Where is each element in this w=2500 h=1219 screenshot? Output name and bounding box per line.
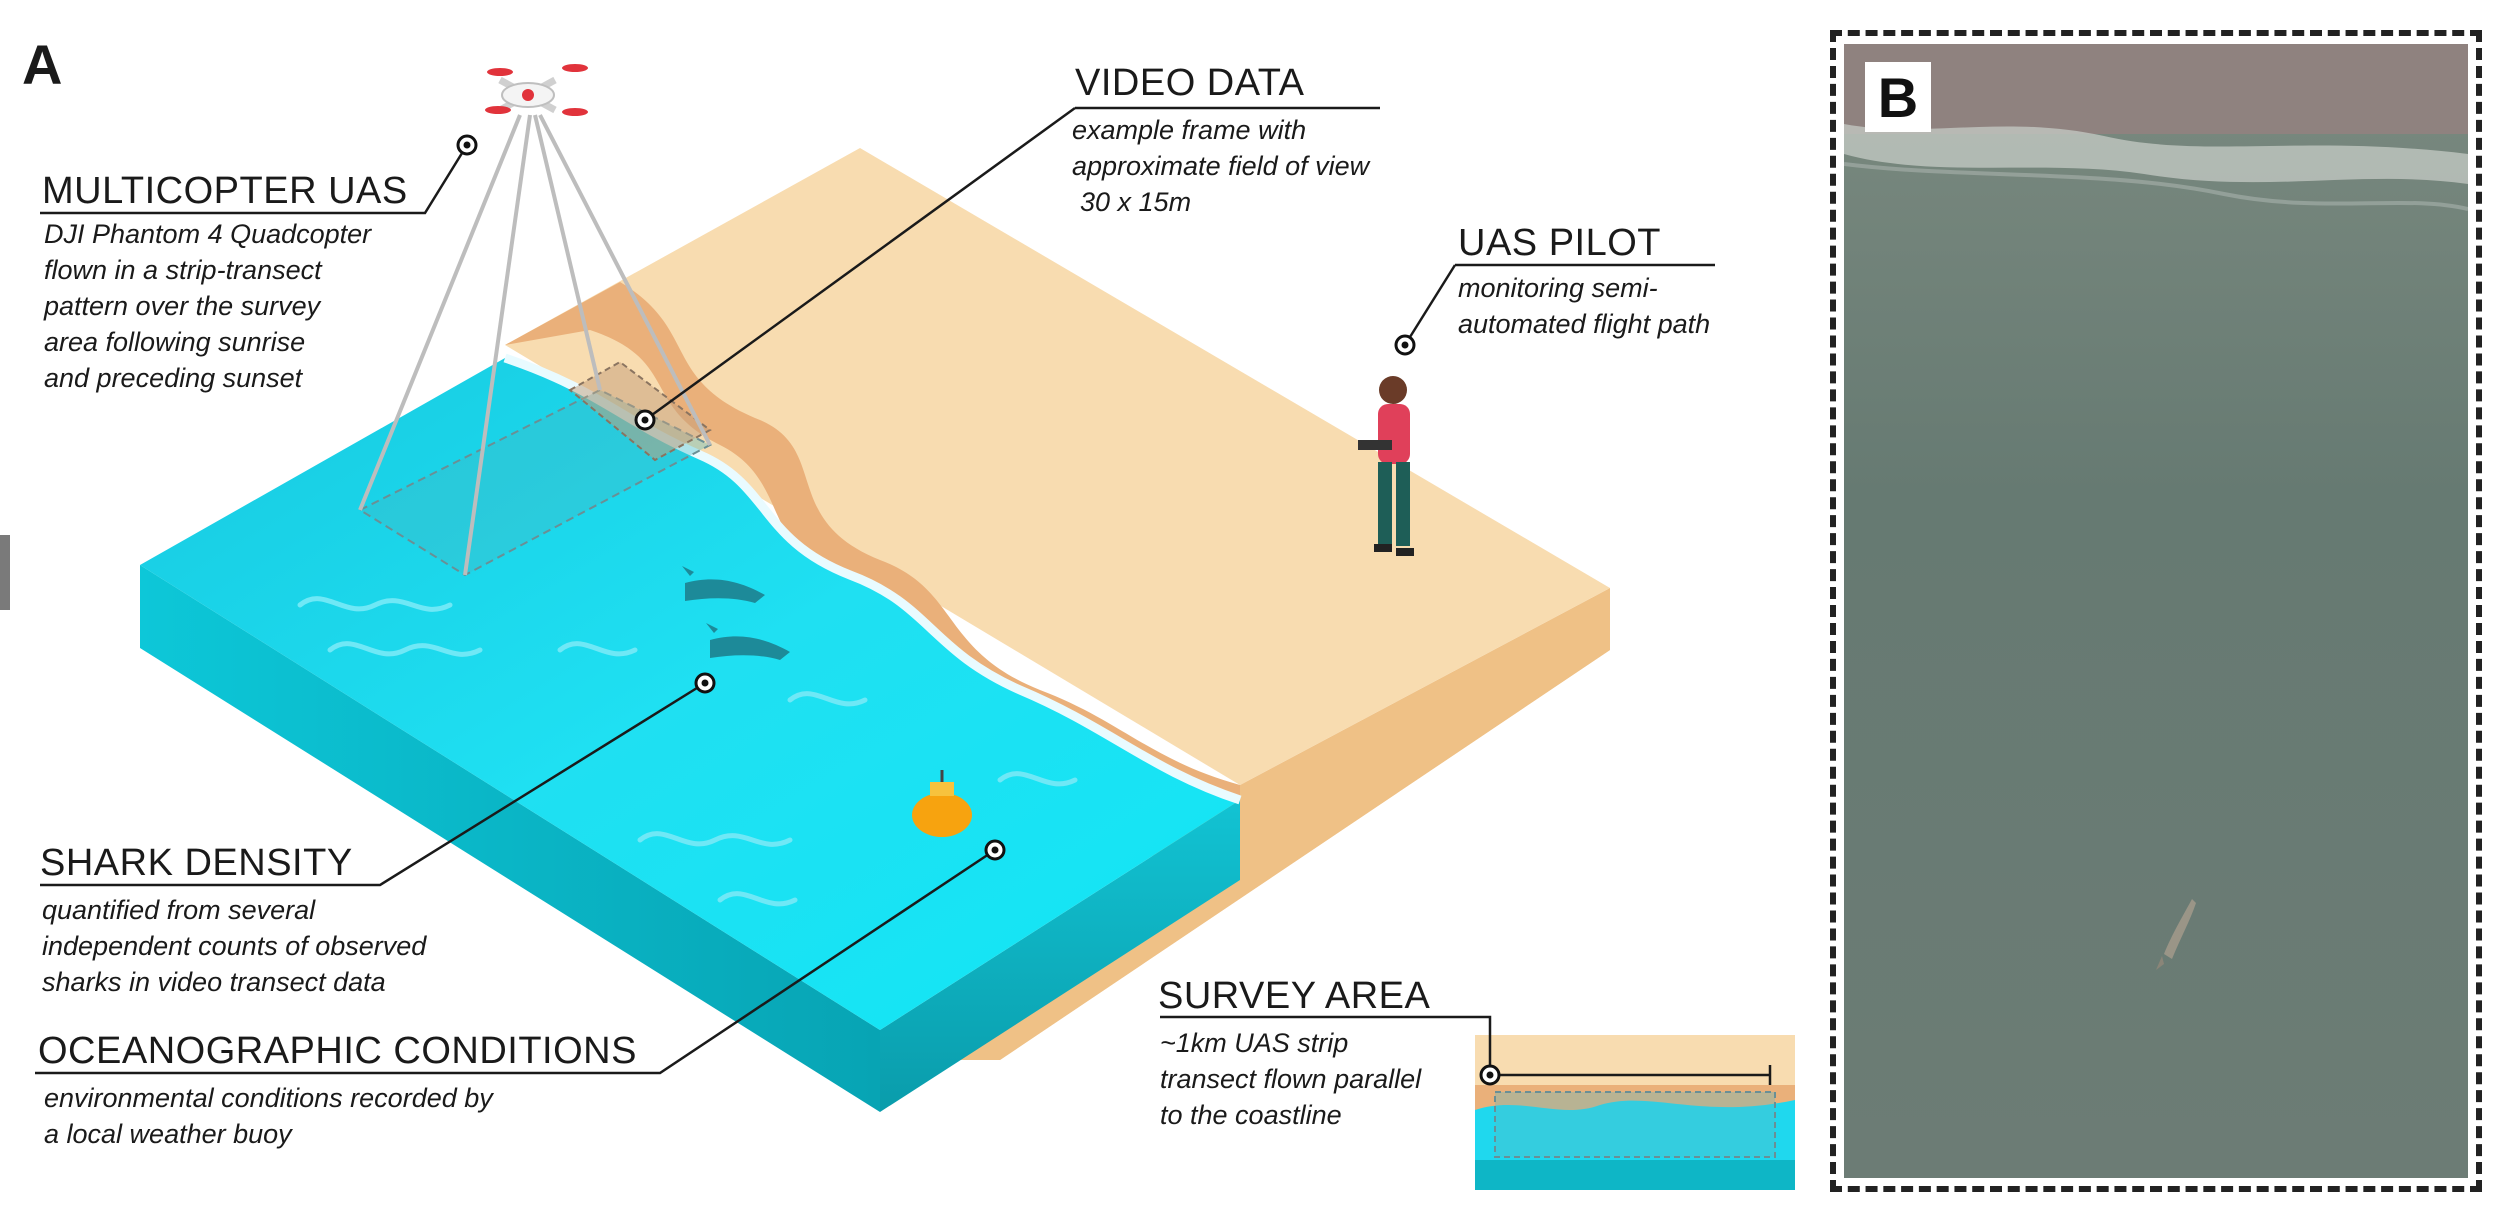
uas-line: DJI Phantom 4 Quadcopter [44,216,371,252]
video-title: VIDEO DATA [1075,62,1305,105]
pilot-title: UAS PILOT [1458,222,1661,265]
survey-line: ~1km UAS strip [1160,1025,1421,1061]
ocean-line: environmental conditions recorded by [44,1080,493,1116]
pilot-line: automated flight path [1458,306,1710,342]
pilot-description: monitoring semi- automated flight path [1458,270,1710,342]
shark-line: sharks in video transect data [42,964,426,1000]
survey-line: to the coastline [1160,1097,1421,1133]
pilot-line: monitoring semi- [1458,270,1710,306]
aerial-photo [1844,44,2468,1178]
panel-a-label: A [22,32,62,97]
uas-line: flown in a strip-transect [44,252,371,288]
quadcopter-icon [485,64,588,116]
panel-b-label: B [1878,65,1918,130]
ocean-description: environmental conditions recorded by a l… [44,1080,493,1152]
survey-description: ~1km UAS strip transect flown parallel t… [1160,1025,1421,1133]
shark-density-title: SHARK DENSITY [40,842,353,885]
video-description: example frame with approximate field of … [1072,112,1369,220]
uas-description: DJI Phantom 4 Quadcopter flown in a stri… [44,216,371,396]
panel-b-label-box: B [1865,62,1931,132]
shark-density-description: quantified from several independent coun… [42,892,426,1000]
uas-line: and preceding sunset [44,360,371,396]
uas-title: MULTICOPTER UAS [42,170,408,213]
uas-line: pattern over the survey [44,288,371,324]
video-line: 30 x 15m [1072,184,1369,220]
survey-area-inset [1475,1035,1795,1190]
survey-line: transect flown parallel [1160,1061,1421,1097]
ocean-line: a local weather buoy [44,1116,493,1152]
uas-line: area following sunrise [44,324,371,360]
video-line: example frame with [1072,112,1369,148]
shark-line: independent counts of observed [42,928,426,964]
video-line: approximate field of view [1072,148,1369,184]
survey-title: SURVEY AREA [1158,975,1430,1018]
ocean-title: OCEANOGRAPHIC CONDITIONS [38,1030,637,1073]
shark-line: quantified from several [42,892,426,928]
